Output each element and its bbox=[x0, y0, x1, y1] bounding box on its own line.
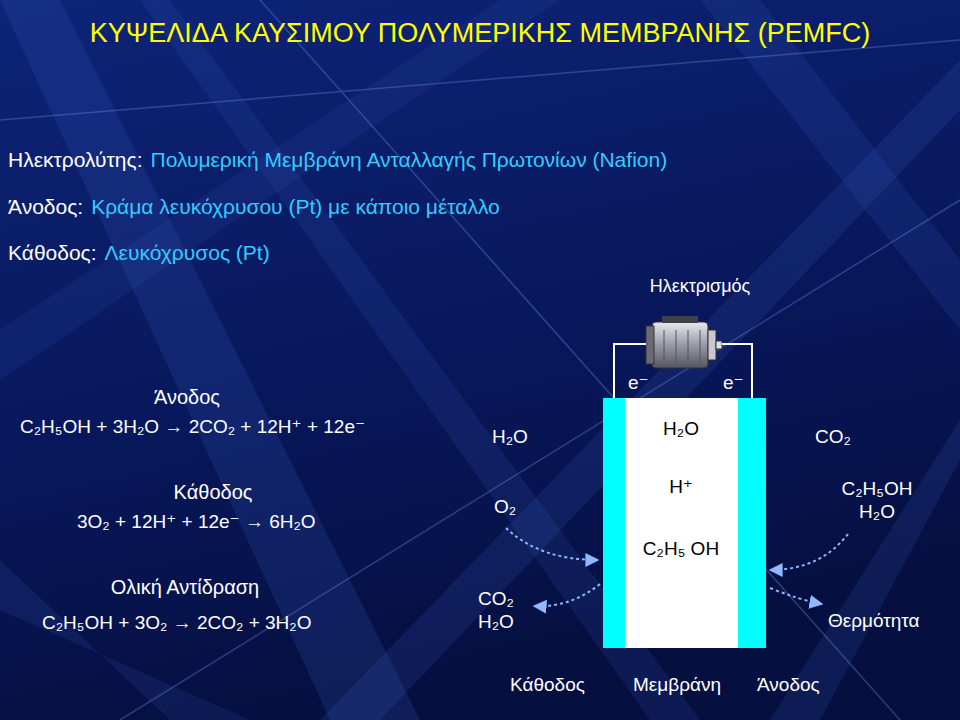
node-label: H⁺ bbox=[669, 476, 693, 499]
node-label: Ηλεκτρισμός bbox=[650, 276, 751, 298]
slide-title: ΚΥΨΕΛΙΔΑ ΚΑΥΣΙΜΟΥ ΠΟΛΥΜΕΡΙΚΗΣ ΜΕΜΒΡΑΝΗΣ … bbox=[70, 12, 890, 54]
diagram-label: Πολυμερική Μεμβράνη Ανταλλαγής Πρωτονίων… bbox=[150, 147, 667, 172]
diagram-label: Ηλεκτρολύτης: bbox=[8, 147, 142, 172]
diagram-label: Θερμότητα bbox=[828, 610, 920, 633]
diagram-label: Κράμα λευκόχρυσου (Pt) με κάποιο μέταλλο bbox=[91, 194, 500, 219]
diagram-label: Ολική Αντίδραση bbox=[111, 575, 259, 599]
node-label: Μεμβράνη bbox=[633, 674, 721, 697]
diagram-label: Άνοδος bbox=[154, 385, 220, 409]
diagram-label: CO₂ bbox=[815, 426, 851, 449]
electron-label: e⁻ bbox=[628, 372, 649, 395]
node-label: Άνοδος bbox=[757, 674, 820, 697]
node-label: Κάθοδος bbox=[510, 674, 585, 697]
diagram-label: Κάθοδος: bbox=[8, 240, 97, 265]
wire bbox=[722, 344, 752, 398]
diagram-label: O₂ bbox=[494, 496, 516, 519]
diagram-label: C₂H₅OH H₂O bbox=[822, 478, 932, 524]
diagram-label: Κάθοδος bbox=[174, 480, 253, 504]
diagram-label: H₂O bbox=[492, 426, 528, 449]
cathode-bar: Κάθοδος bbox=[603, 398, 625, 648]
diagram-label: Λευκόχρυσος (Pt) bbox=[105, 240, 270, 265]
electric-load: Ηλεκτρισμός bbox=[646, 316, 722, 368]
diagram-label: CO₂ H₂O bbox=[478, 588, 530, 634]
diagram-label: C₂H₅OH + 3H₂O → 2CO₂ + 12H⁺ + 12e⁻ bbox=[20, 416, 365, 439]
diagram-label: 3O₂ + 12H⁺ + 12e⁻ → 6H₂O bbox=[77, 511, 316, 534]
electron-label: e⁻ bbox=[723, 372, 744, 395]
node-label: H₂O bbox=[663, 418, 699, 441]
node-label: C₂H₅ OH bbox=[643, 538, 719, 561]
anode-bar: Άνοδος bbox=[738, 398, 766, 648]
membrane-box: H₂OH⁺C₂H₅ OHΜεμβράνη bbox=[625, 398, 738, 648]
diagram-label: C₂H₅OH + 3O₂ → 2CO₂ + 3H₂O bbox=[42, 612, 311, 635]
diagram-label: Άνοδος: bbox=[8, 194, 83, 219]
motor-icon bbox=[646, 316, 722, 368]
